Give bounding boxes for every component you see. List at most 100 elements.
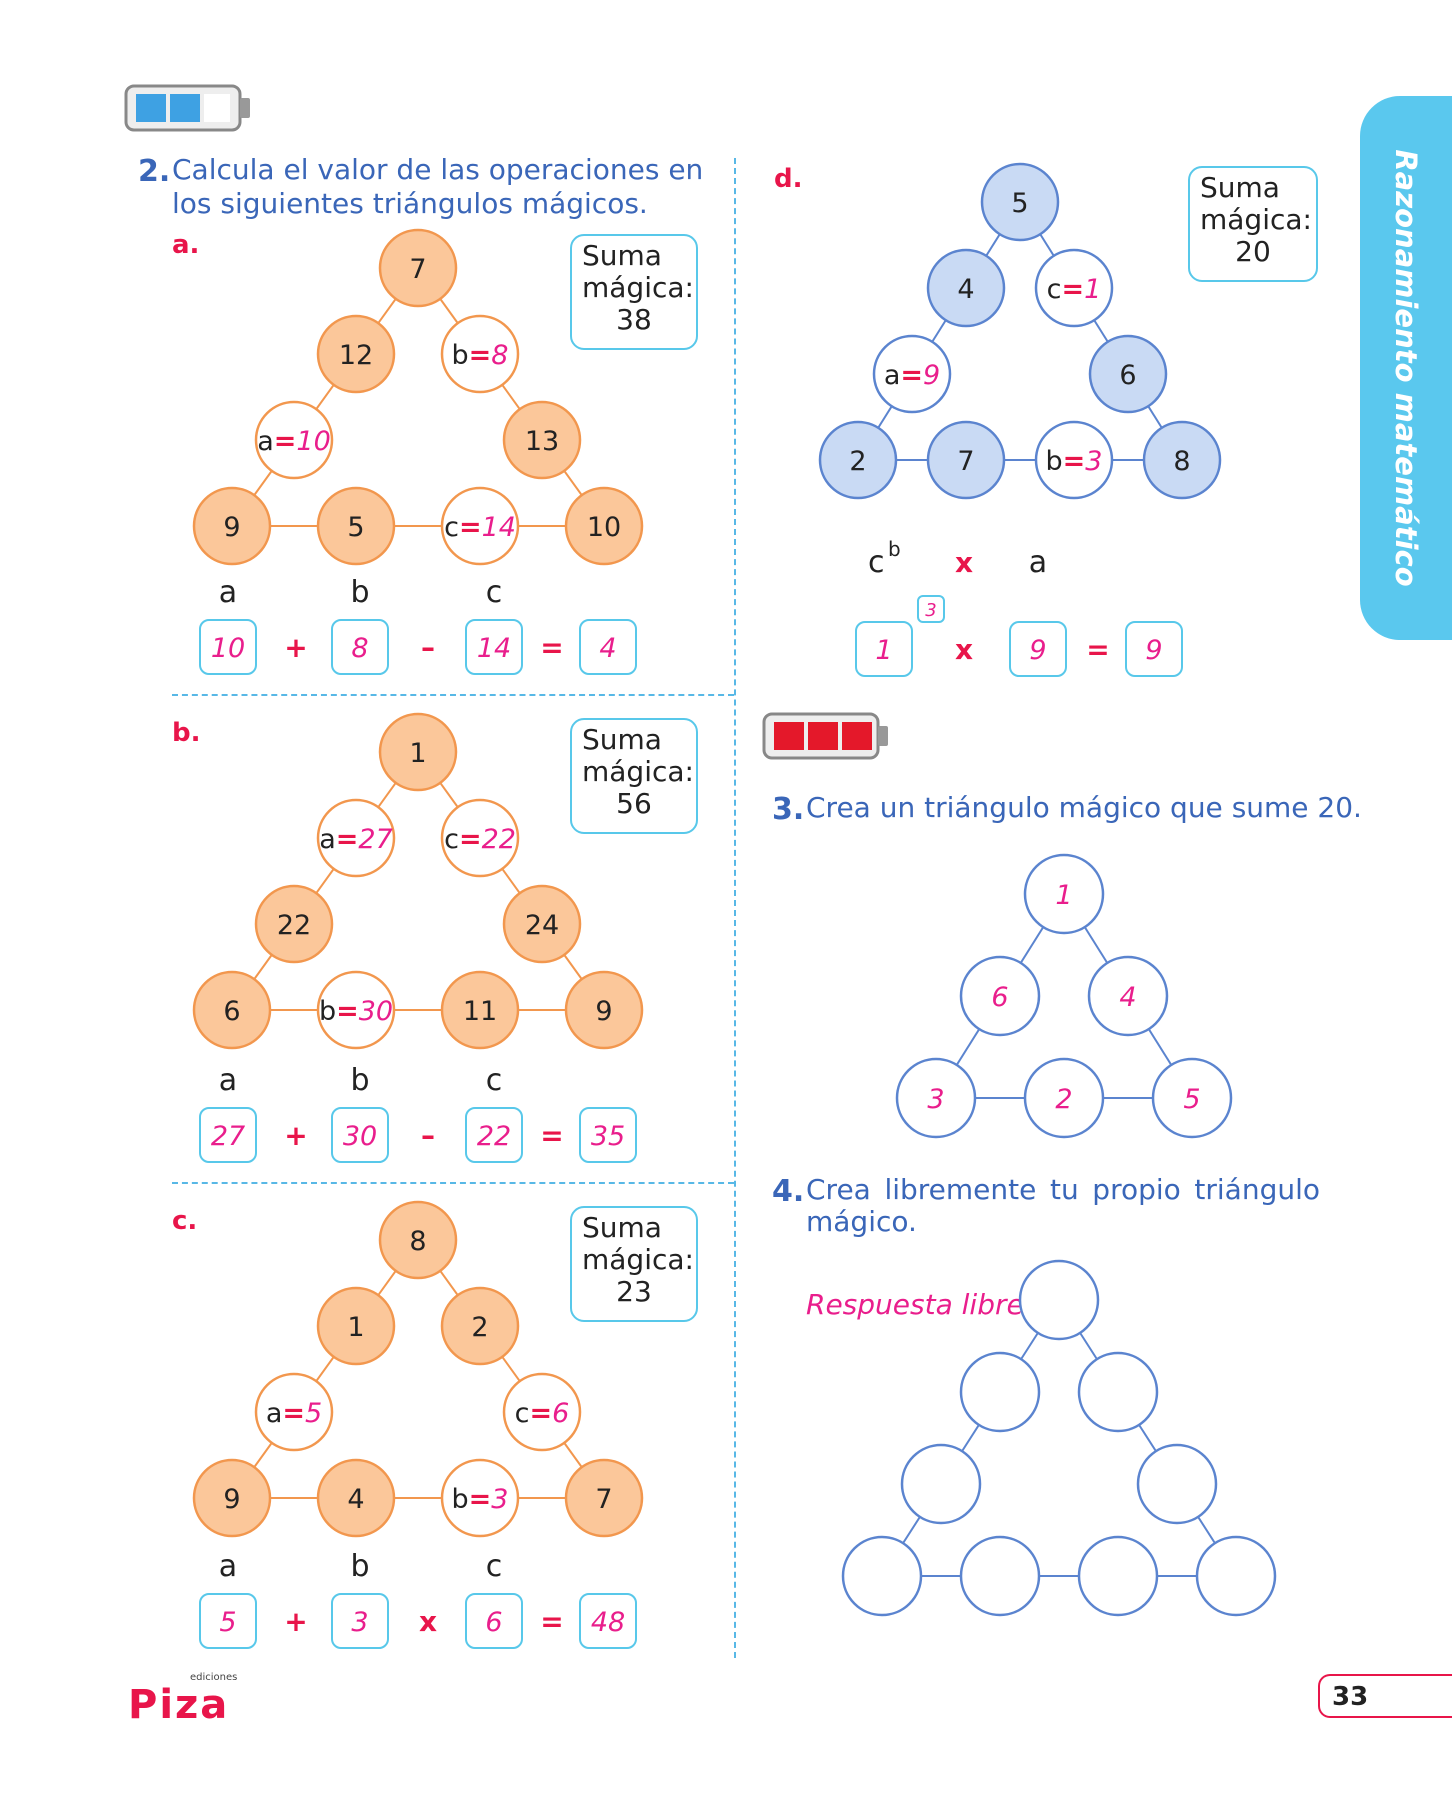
triangle-node: 1 (316, 1286, 396, 1366)
node-value: 3 (927, 1084, 944, 1115)
node-value: 8 (1173, 446, 1190, 477)
magic-sum-title: Suma mágica: (582, 723, 694, 788)
triangle-node: 7 (378, 228, 458, 308)
node-value: 4 (957, 274, 974, 305)
triangle-node: 8 (1142, 420, 1222, 500)
triangle-node (841, 1535, 923, 1617)
magic-sum-box-b: Suma mágica: 56 (570, 718, 698, 834)
triangle-node (959, 1351, 1041, 1433)
node-value: c=1 (1047, 274, 1102, 305)
side-tab: Razonamiento matemático (1360, 96, 1452, 640)
answer-value: 30 (343, 1121, 377, 1152)
triangle-node (1136, 1443, 1218, 1525)
node-value: b=3 (1046, 446, 1103, 477)
node-circle (872, 334, 952, 414)
exercise-3-number: 3. (772, 792, 805, 827)
triangle-node: 9 (564, 970, 644, 1050)
node-value: 13 (525, 426, 559, 457)
node-circle (1136, 1443, 1218, 1525)
answer-box (331, 1593, 389, 1649)
triangle-node: 2 (1023, 1057, 1105, 1139)
node-value: a=27 (319, 824, 393, 855)
exponent-box (917, 595, 945, 623)
triangle-node: 5 (980, 162, 1060, 242)
node-circle (440, 970, 520, 1050)
node-circle (564, 970, 644, 1050)
triangle-node: 4 (926, 248, 1006, 328)
expr-operator: + (284, 1605, 307, 1638)
node-value: 8 (409, 1226, 426, 1257)
node-circle (959, 1535, 1041, 1617)
expr-operator: x (955, 546, 973, 579)
node-circle (1034, 248, 1114, 328)
triangle-node: c=22 (440, 798, 520, 878)
answer-value: 10 (211, 633, 245, 664)
triangle-node (1077, 1351, 1159, 1433)
node-value: 1 (1055, 880, 1072, 911)
answer-value: 5 (219, 1607, 236, 1638)
triangle-node: 7 (564, 1458, 644, 1538)
answer-box (579, 1107, 637, 1163)
node-circle (895, 1057, 977, 1139)
node-circle (818, 420, 898, 500)
node-circle (1018, 1259, 1100, 1341)
triangle-node: c=1 (1034, 248, 1114, 328)
answer-box (465, 1107, 523, 1163)
exercise-4-instruction-1: Crea libremente tu propio triángulo (806, 1173, 1320, 1206)
triangle-node (1077, 1535, 1159, 1617)
node-circle (1077, 1535, 1159, 1617)
node-circle (316, 486, 396, 566)
node-value: 6 (1119, 360, 1136, 391)
magic-sum-value: 20 (1235, 235, 1271, 268)
expr-letter: b (350, 575, 369, 610)
expr-operator: x (955, 633, 973, 666)
expr-letter: c (486, 1063, 503, 1098)
answer-value: 9 (1029, 635, 1046, 666)
section-divider (172, 694, 734, 696)
answer-value: 8 (351, 633, 368, 664)
expr-letter: a (219, 1549, 237, 1584)
expr-letter: b (350, 1549, 369, 1584)
battery-icon-blue (124, 84, 250, 132)
node-value: 12 (339, 340, 373, 371)
expr-letter: c (868, 545, 885, 580)
node-circle (192, 1458, 272, 1538)
node-circle (440, 1286, 520, 1366)
answer-box (331, 619, 389, 675)
expr-operator: – (421, 1119, 435, 1152)
triangle-d-label: d. (774, 164, 803, 194)
triangle-node (1195, 1535, 1277, 1617)
node-value: 5 (1183, 1084, 1200, 1115)
triangle-node: 6 (959, 955, 1041, 1037)
node-value: 24 (525, 910, 559, 941)
triangle-node: 4 (316, 1458, 396, 1538)
node-circle (316, 1286, 396, 1366)
node-circle (1142, 420, 1222, 500)
triangle-node: b=30 (316, 970, 396, 1050)
expr-letter: b (350, 1063, 369, 1098)
node-value: 6 (223, 996, 240, 1027)
magic-sum-title: Suma mágica: (582, 1211, 694, 1276)
node-value: 11 (463, 996, 497, 1027)
answer-box (1125, 621, 1183, 677)
triangle-node: 6 (192, 970, 272, 1050)
node-circle (926, 248, 1006, 328)
triangle-c-label: c. (172, 1206, 198, 1236)
answer-box (199, 1107, 257, 1163)
answer-box (331, 1107, 389, 1163)
expr-exponent-letter: b (888, 537, 901, 561)
answer-value: 14 (477, 633, 511, 664)
node-circle (564, 1458, 644, 1538)
triangle-b-label: b. (172, 718, 201, 748)
node-circle (502, 400, 582, 480)
node-value: c=14 (444, 512, 516, 543)
expr-operator: – (421, 631, 435, 664)
expr-operator: x (419, 1605, 437, 1638)
node-circle (254, 884, 334, 964)
node-circle (316, 1458, 396, 1538)
